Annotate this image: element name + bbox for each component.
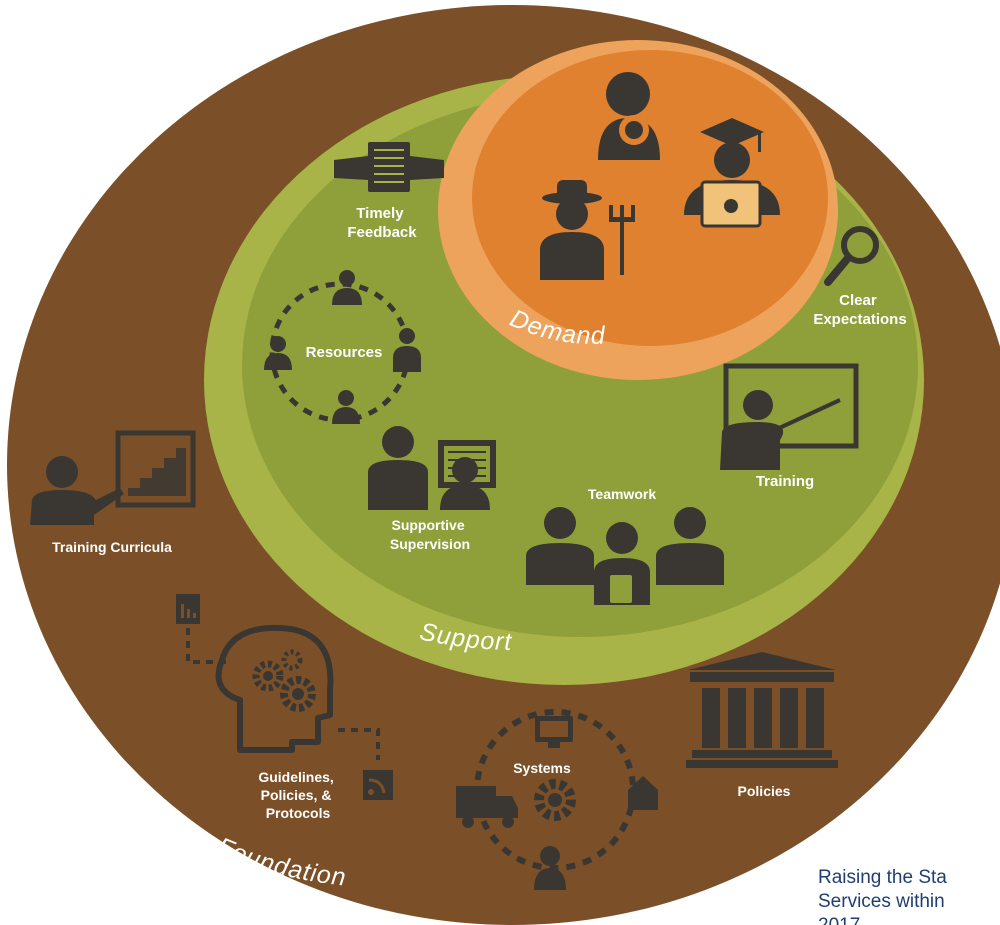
caption-line-3: 2017 (818, 914, 1000, 925)
trainer-board-icon (720, 363, 859, 470)
head-gears-icon (215, 624, 334, 753)
connector-line (338, 728, 380, 760)
guidelines-label: Guidelines, Policies, & Protocols (258, 769, 337, 821)
chart-icon (176, 594, 200, 624)
supervisor-computer-icon (368, 426, 496, 510)
resources-label: Resources (306, 344, 383, 361)
caption-line-2: Services within (818, 891, 945, 912)
supportive-supervision-label: Supportive Supervision (390, 517, 470, 552)
systems-label: Systems (513, 760, 571, 776)
mother-child-icon (598, 72, 660, 160)
presenter-chart-icon (30, 430, 196, 525)
people-cycle-icon (264, 270, 421, 424)
graduate-icon (684, 118, 780, 228)
caption-line-1: Raising the Sta (818, 867, 947, 888)
policies-label: Policies (738, 783, 791, 799)
magnifier-icon (824, 226, 879, 286)
teamwork-icon (526, 507, 724, 605)
training-label: Training (756, 473, 814, 490)
handshake-document-icon (334, 142, 444, 192)
rss-icon (363, 770, 393, 800)
farmer-icon (540, 180, 635, 280)
systems-cycle-icon (456, 709, 658, 890)
teamwork-label: Teamwork (588, 486, 656, 502)
training-curricula-label: Training Curricula (52, 539, 172, 555)
building-columns-icon (686, 652, 838, 768)
timely-feedback-label: Timely Feedback (347, 205, 417, 241)
clear-expectations-label: Clear Expectations (813, 292, 906, 328)
